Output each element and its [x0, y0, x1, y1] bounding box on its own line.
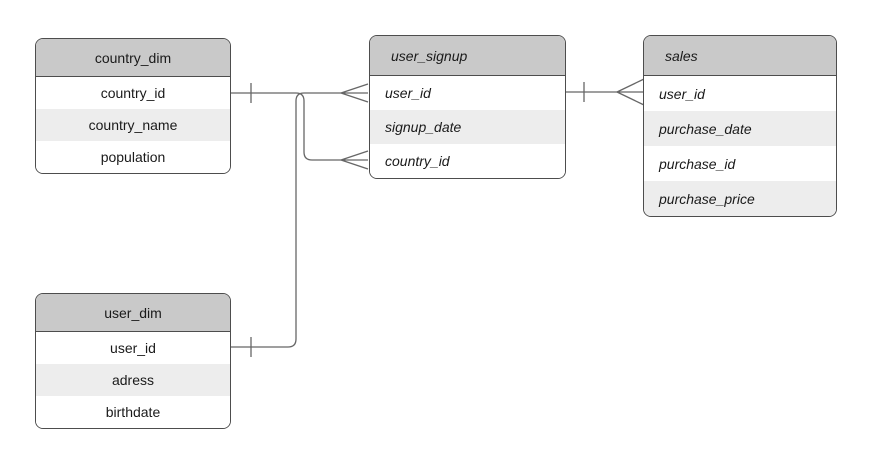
- column-population: population: [36, 141, 230, 173]
- table-title: sales: [644, 36, 836, 76]
- column-country-id: country_id: [36, 77, 230, 109]
- column-user-id: user_id: [644, 76, 836, 111]
- column-purchase-price: purchase_price: [644, 181, 836, 216]
- crow-foot-many-icon: [340, 150, 369, 170]
- table-rows: user_id adress birthdate: [36, 332, 230, 428]
- crow-foot-many-icon: [616, 78, 645, 106]
- column-birthdate: birthdate: [36, 396, 230, 428]
- relationship-user-dim-to-user-signup[interactable]: [231, 83, 369, 357]
- column-signup-date: signup_date: [370, 110, 565, 144]
- table-rows: user_id purchase_date purchase_id purcha…: [644, 76, 836, 216]
- entity-table-user-signup[interactable]: user_signup user_id signup_date country_…: [369, 35, 566, 179]
- relationship-line[interactable]: [231, 92, 341, 161]
- column-user-id: user_id: [36, 332, 230, 364]
- column-adress: adress: [36, 364, 230, 396]
- column-user-id: user_id: [370, 76, 565, 110]
- table-rows: user_id signup_date country_id: [370, 76, 565, 178]
- table-title: user_dim: [36, 294, 230, 332]
- entity-table-sales[interactable]: sales user_id purchase_date purchase_id …: [643, 35, 837, 217]
- table-rows: country_id country_name population: [36, 77, 230, 173]
- column-country-id: country_id: [370, 144, 565, 178]
- column-country-name: country_name: [36, 109, 230, 141]
- relationship-user-signup-to-sales[interactable]: [566, 78, 645, 106]
- relationship-line[interactable]: [231, 92, 341, 348]
- table-title: user_signup: [370, 36, 565, 76]
- column-purchase-date: purchase_date: [644, 111, 836, 146]
- column-purchase-id: purchase_id: [644, 146, 836, 181]
- crow-foot-many-icon: [340, 83, 369, 103]
- entity-table-user-dim[interactable]: user_dim user_id adress birthdate: [35, 293, 231, 429]
- table-title: country_dim: [36, 39, 230, 77]
- entity-table-country-dim[interactable]: country_dim country_id country_name popu…: [35, 38, 231, 174]
- relationship-country-dim-to-user-signup[interactable]: [231, 83, 369, 170]
